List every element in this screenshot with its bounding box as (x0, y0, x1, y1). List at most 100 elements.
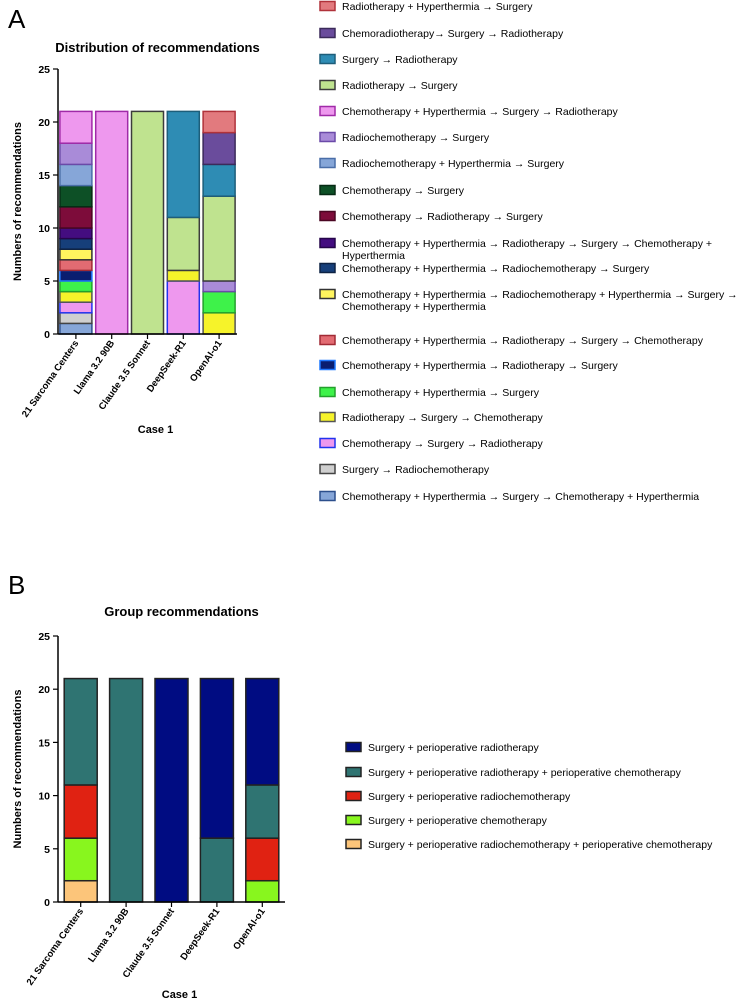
legend-item-radiotherapy-surgery-chemotherapy: Radiotherapy → Surgery → Chemotherapy (319, 411, 544, 424)
bar-segment-21-sarcoma-centers-chemotherapy-hyperthermia-surgery-chemotherapy-hyperthermia (59, 322, 93, 335)
y-tick-label: 15 (38, 170, 50, 182)
legend-swatch (345, 790, 362, 802)
legend-label: Radiotherapy → Surgery (342, 80, 458, 92)
bar-segment-openai-o1-chemotherapy-hyperthermia-surgery (202, 290, 236, 314)
y-tick-label: 10 (38, 791, 50, 803)
bar-segment-openai-o1-surgery-perioperative-radiochemotherapy (245, 837, 280, 882)
legend-item-chemotherapy-surgery-radiotherapy: Chemotherapy → Surgery → Radiotherapy (319, 437, 544, 450)
x-axis-label: Case 1 (162, 989, 197, 1001)
legend-item-surgery-perioperative-radiotherapy: Surgery + perioperative radiotherapy (345, 741, 539, 754)
legend-label: Chemotherapy → Radiotherapy → Surgery (342, 211, 544, 223)
legend-swatch (319, 490, 336, 502)
bar-segment-deepseek-r1-radiotherapy-surgery-chemotherapy (166, 269, 201, 282)
bar-segment-claude-3-5-sonnet-surgery-perioperative-radiotherapy (154, 677, 189, 903)
legend-item-surgery-radiotherapy: Surgery → Radiotherapy (319, 53, 458, 66)
legend-item-radiotherapy-hyperthermia-surgery: Radiotherapy + Hyperthermia → Surgery (319, 0, 533, 13)
bar-segment-deepseek-r1-surgery-perioperative-radiotherapy-perioperative-chemotherapy (199, 837, 235, 903)
y-tick-label: 20 (38, 117, 50, 129)
panel-b-letter: B (8, 570, 25, 600)
bar-segment-21-sarcoma-centers-radiochemotherapy-surgery (59, 142, 93, 166)
legend-item-surgery-perioperative-radiochemotherapy: Surgery + perioperative radiochemotherap… (345, 790, 571, 803)
bar-segment-21-sarcoma-centers-surgery-perioperative-radiochemotherapy (63, 784, 98, 839)
legend-label: Chemoradiotherapy→ Surgery → Radiotherap… (342, 28, 564, 40)
legend-swatch (319, 359, 336, 371)
legend-label: Chemotherapy + Hyperthermia → Surgery → … (342, 106, 618, 118)
legend-item-chemotherapy-radiotherapy-surgery: Chemotherapy → Radiotherapy → Surgery (319, 210, 544, 223)
legend-label: Chemotherapy + Hyperthermia → Radiochemo… (342, 263, 650, 275)
bar-segment-21-sarcoma-centers-chemotherapy-surgery (59, 184, 93, 208)
bar-segment-21-sarcoma-centers-radiotherapy-surgery-chemotherapy (59, 290, 93, 303)
legend-item-surgery-perioperative-chemotherapy: Surgery + perioperative chemotherapy (345, 814, 548, 827)
legend-swatch (345, 838, 362, 850)
bar-segment-21-sarcoma-centers-surgery-perioperative-radiotherapy-perioperative-chemotherapy (63, 677, 98, 786)
legend-item-chemotherapy-hyperthermia-radiotherapy-surgery-chemotherapy: Chemotherapy + Hyperthermia → Radiothera… (319, 334, 704, 347)
legend-label: Chemotherapy + Hyperthermia → Surgery (342, 387, 540, 399)
legend-item-radiotherapy-surgery: Radiotherapy → Surgery (319, 79, 458, 92)
bar-segment-deepseek-r1-surgery-radiotherapy (166, 110, 201, 219)
category-label-21-sarcoma-centers: 21 Sarcoma Centers (25, 906, 86, 987)
bar-segment-21-sarcoma-centers-surgery-radiochemotherapy (59, 312, 93, 325)
y-tick-label: 25 (38, 64, 50, 76)
bar-segment-openai-o1-surgery-perioperative-radiotherapy (245, 677, 280, 786)
bar-segment-21-sarcoma-centers-chemotherapy-hyperthermia-radiotherapy-surgery (59, 269, 93, 282)
bar-segment-21-sarcoma-centers-chemotherapy-hyperthermia-radiotherapy-surgery-chemotherapy-hyperthermia (59, 227, 93, 240)
bar-segment-21-sarcoma-centers-chemotherapy-hyperthermia-radiochemotherapy-hyperthermia-surgery-chemotherapy-hyperthermia (59, 248, 93, 261)
legend-swatch (319, 210, 336, 222)
bar-segment-openai-o1-radiotherapy-hyperthermia-surgery (202, 110, 236, 134)
category-label-deepseek-r1: DeepSeek-R1 (179, 906, 223, 963)
bar-segment-21-sarcoma-centers-radiochemotherapy-hyperthermia-surgery (59, 163, 93, 187)
category-label-openai-o1: OpenAI-o1 (231, 906, 268, 952)
legend-item-chemotherapy-hyperthermia-radiochemotherapy-surgery: Chemotherapy + Hyperthermia → Radiochemo… (319, 262, 650, 275)
y-tick-label: 5 (44, 844, 50, 856)
legend-swatch (319, 386, 336, 398)
legend-swatch (319, 105, 336, 117)
legend-item-chemotherapy-hyperthermia-radiotherapy-surgery-chemotherapy-hyperthermia: Chemotherapy + Hyperthermia → Radiothera… (319, 237, 712, 262)
bar-segment-21-sarcoma-centers-chemotherapy-hyperthermia-radiotherapy-surgery-chemotherapy (59, 259, 93, 272)
y-tick-label: 0 (44, 897, 50, 909)
legend-item-radiochemotherapy-hyperthermia-surgery: Radiochemotherapy + Hyperthermia → Surge… (319, 157, 565, 170)
legend-swatch (319, 184, 336, 196)
bar-segment-openai-o1-radiochemotherapy-surgery (202, 280, 236, 293)
legend-label: Radiotherapy + Hyperthermia → Surgery (342, 1, 533, 13)
bar-segment-claude-3-5-sonnet-radiotherapy-surgery (130, 110, 165, 335)
category-label-claude-3-5-sonnet: Claude 3.5 Sonnet (121, 906, 178, 980)
category-label-21-sarcoma-centers: 21 Sarcoma Centers (20, 338, 81, 419)
bar-segment-21-sarcoma-centers-surgery-perioperative-radiochemotherapy-perioperative-chemotherapy (63, 879, 98, 903)
y-axis-label: Numbers of recommendations (12, 690, 24, 849)
bar-segment-openai-o1-radiotherapy-surgery-chemotherapy (202, 312, 236, 335)
bar-segment-llama-3-2-90b-chemotherapy-hyperthermia-surgery-radiotherapy (94, 110, 129, 335)
y-tick-label: 20 (38, 684, 50, 696)
bar-segment-21-sarcoma-centers-surgery-perioperative-chemotherapy (63, 837, 98, 882)
legend-item-chemotherapy-surgery: Chemotherapy → Surgery (319, 184, 465, 197)
legend-item-chemotherapy-hyperthermia-surgery-chemotherapy-hyperthermia: Chemotherapy + Hyperthermia → Surgery → … (319, 490, 699, 503)
bar-segment-deepseek-r1-surgery-perioperative-radiotherapy (199, 677, 235, 839)
legend-swatch (319, 0, 336, 12)
y-tick-label: 0 (44, 329, 50, 341)
legend-item-chemotherapy-hyperthermia-radiotherapy-surgery: Chemotherapy + Hyperthermia → Radiothera… (319, 359, 618, 372)
legend-swatch (319, 437, 336, 449)
legend-item-surgery-perioperative-radiochemotherapy-perioperative-chemotherapy: Surgery + perioperative radiochemotherap… (345, 838, 713, 851)
legend-label: Surgery + perioperative chemotherapy (368, 815, 548, 827)
chart-title: Group recommendations (104, 604, 259, 619)
legend-item-surgery-perioperative-radiotherapy-perioperative-chemotherapy: Surgery + perioperative radiotherapy + p… (345, 766, 682, 779)
y-tick-label: 25 (38, 631, 50, 643)
legend-item-chemoradiotherapy-surgery-radiotherapy: Chemoradiotherapy→ Surgery → Radiotherap… (319, 27, 564, 40)
legend-swatch (319, 157, 336, 169)
legend-label: Surgery → Radiochemotherapy (342, 464, 490, 476)
legend-label: Surgery + perioperative radiochemotherap… (368, 839, 713, 851)
legend-label: Surgery + perioperative radiochemotherap… (368, 791, 571, 803)
category-label-llama-3-2-90b: Llama 3.2 90B (86, 906, 131, 964)
legend-label: Surgery + perioperative radiotherapy + p… (368, 767, 682, 779)
bar-segment-deepseek-r1-chemotherapy-surgery-radiotherapy (166, 280, 201, 335)
legend-label: Radiochemotherapy + Hyperthermia → Surge… (342, 158, 565, 170)
legend-swatch (319, 53, 336, 65)
bar-segment-21-sarcoma-centers-chemotherapy-radiotherapy-surgery (59, 206, 93, 229)
bar-segment-deepseek-r1-radiotherapy-surgery (166, 216, 201, 272)
legend-label: Surgery + perioperative radiotherapy (368, 742, 539, 754)
legend-swatch (345, 814, 362, 826)
legend-swatch (319, 131, 336, 143)
legend-label: Surgery → Radiotherapy (342, 54, 458, 66)
bar-segment-21-sarcoma-centers-chemotherapy-hyperthermia-surgery (59, 280, 93, 293)
legend-item-surgery-radiochemotherapy: Surgery → Radiochemotherapy (319, 463, 490, 476)
legend-swatch (345, 766, 362, 778)
